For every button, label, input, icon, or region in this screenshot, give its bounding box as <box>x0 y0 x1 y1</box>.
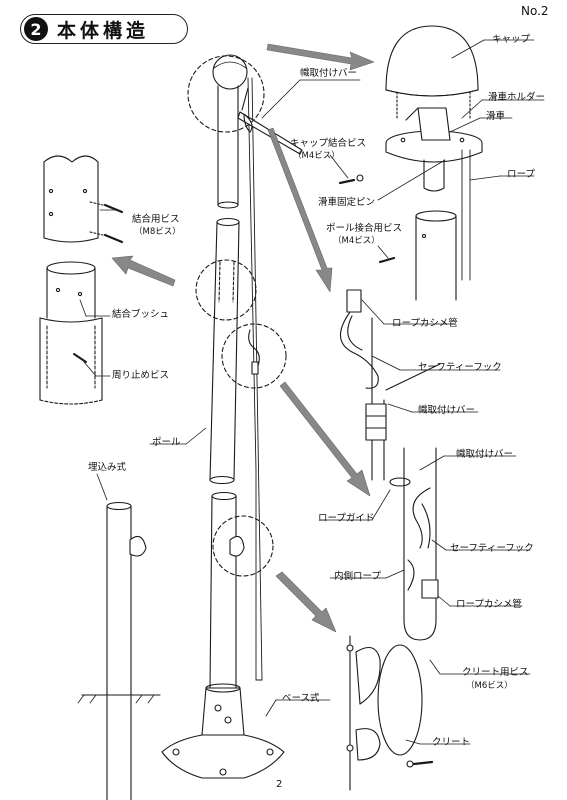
label-inner-rope: 内側ロープ <box>334 571 381 582</box>
label-flag-bar-mid: 幟取付けバー <box>418 405 476 416</box>
footer-page-number: 2 <box>276 779 283 790</box>
label-pole: ポール <box>152 437 181 448</box>
label-cleat-screw: クリート用ビス <box>462 667 529 678</box>
joint-detail-lower <box>39 261 103 405</box>
label-rope-clamp-top: ロープカシメ管 <box>392 318 458 329</box>
label-joint-bush: 結合ブッシュ <box>112 309 170 320</box>
label-flag-bar-right: 幟取付けバー <box>456 449 514 460</box>
cleat-small <box>229 535 245 557</box>
leader-lines <box>79 39 545 745</box>
label-cap-screw: キャップ結合ビス <box>290 138 367 149</box>
label-cap-screw-spec: （M4ビス） <box>293 151 340 161</box>
label-joint-screw-spec: （M8ビス） <box>134 227 181 237</box>
label-safety-hook-bottom: セーフティーフック <box>450 543 534 554</box>
upper-pole-section <box>378 210 457 301</box>
detail-circles <box>187 55 287 577</box>
label-cap: キャップ <box>492 34 531 45</box>
safety-hook-mid <box>248 329 260 375</box>
cap-screw-part <box>338 174 364 185</box>
hook-detail-lower <box>389 447 439 641</box>
hook-detail-upper <box>339 289 441 481</box>
label-pole-screw: ポール接合用ビス <box>326 223 403 234</box>
main-rope <box>247 77 263 681</box>
label-cleat: クリート <box>432 737 471 748</box>
joint-detail-upper <box>43 155 124 244</box>
cap-assembly <box>385 25 483 281</box>
label-buried-type: 埋込み式 <box>88 462 127 473</box>
direction-arrows <box>111 43 375 633</box>
section-number-badge: 2 <box>24 17 48 41</box>
section-heading: 2 本体構造 <box>20 14 188 44</box>
page-label: No.2 <box>521 4 549 18</box>
label-rope: ロープ <box>507 169 535 180</box>
label-pulley: 滑車 <box>486 111 506 122</box>
label-pole-screw-spec: （M4ビス） <box>333 236 380 246</box>
label-cleat-screw-spec: （M6ビス） <box>466 681 513 691</box>
label-rope-clamp-bottom: ロープカシメ管 <box>456 599 522 610</box>
label-flag-bar-top: 幟取付けバー <box>300 68 358 79</box>
base-plate <box>161 683 285 779</box>
buried-type-pole <box>77 501 161 800</box>
label-base-type: ベース式 <box>282 693 320 704</box>
label-pulley-pin: 滑車固定ピン <box>318 197 376 208</box>
label-rope-guide: ロープガイド <box>318 513 375 524</box>
cleat-detail <box>346 635 434 791</box>
label-joint-screw: 結合用ビス <box>132 214 180 225</box>
section-title: 本体構造 <box>57 19 150 42</box>
label-pulley-holder: 滑車ホルダー <box>488 92 546 103</box>
label-safety-hook-top: セーフティーフック <box>418 362 502 373</box>
label-rotation-screw: 周り止めビス <box>112 370 170 381</box>
main-pole <box>209 54 248 689</box>
